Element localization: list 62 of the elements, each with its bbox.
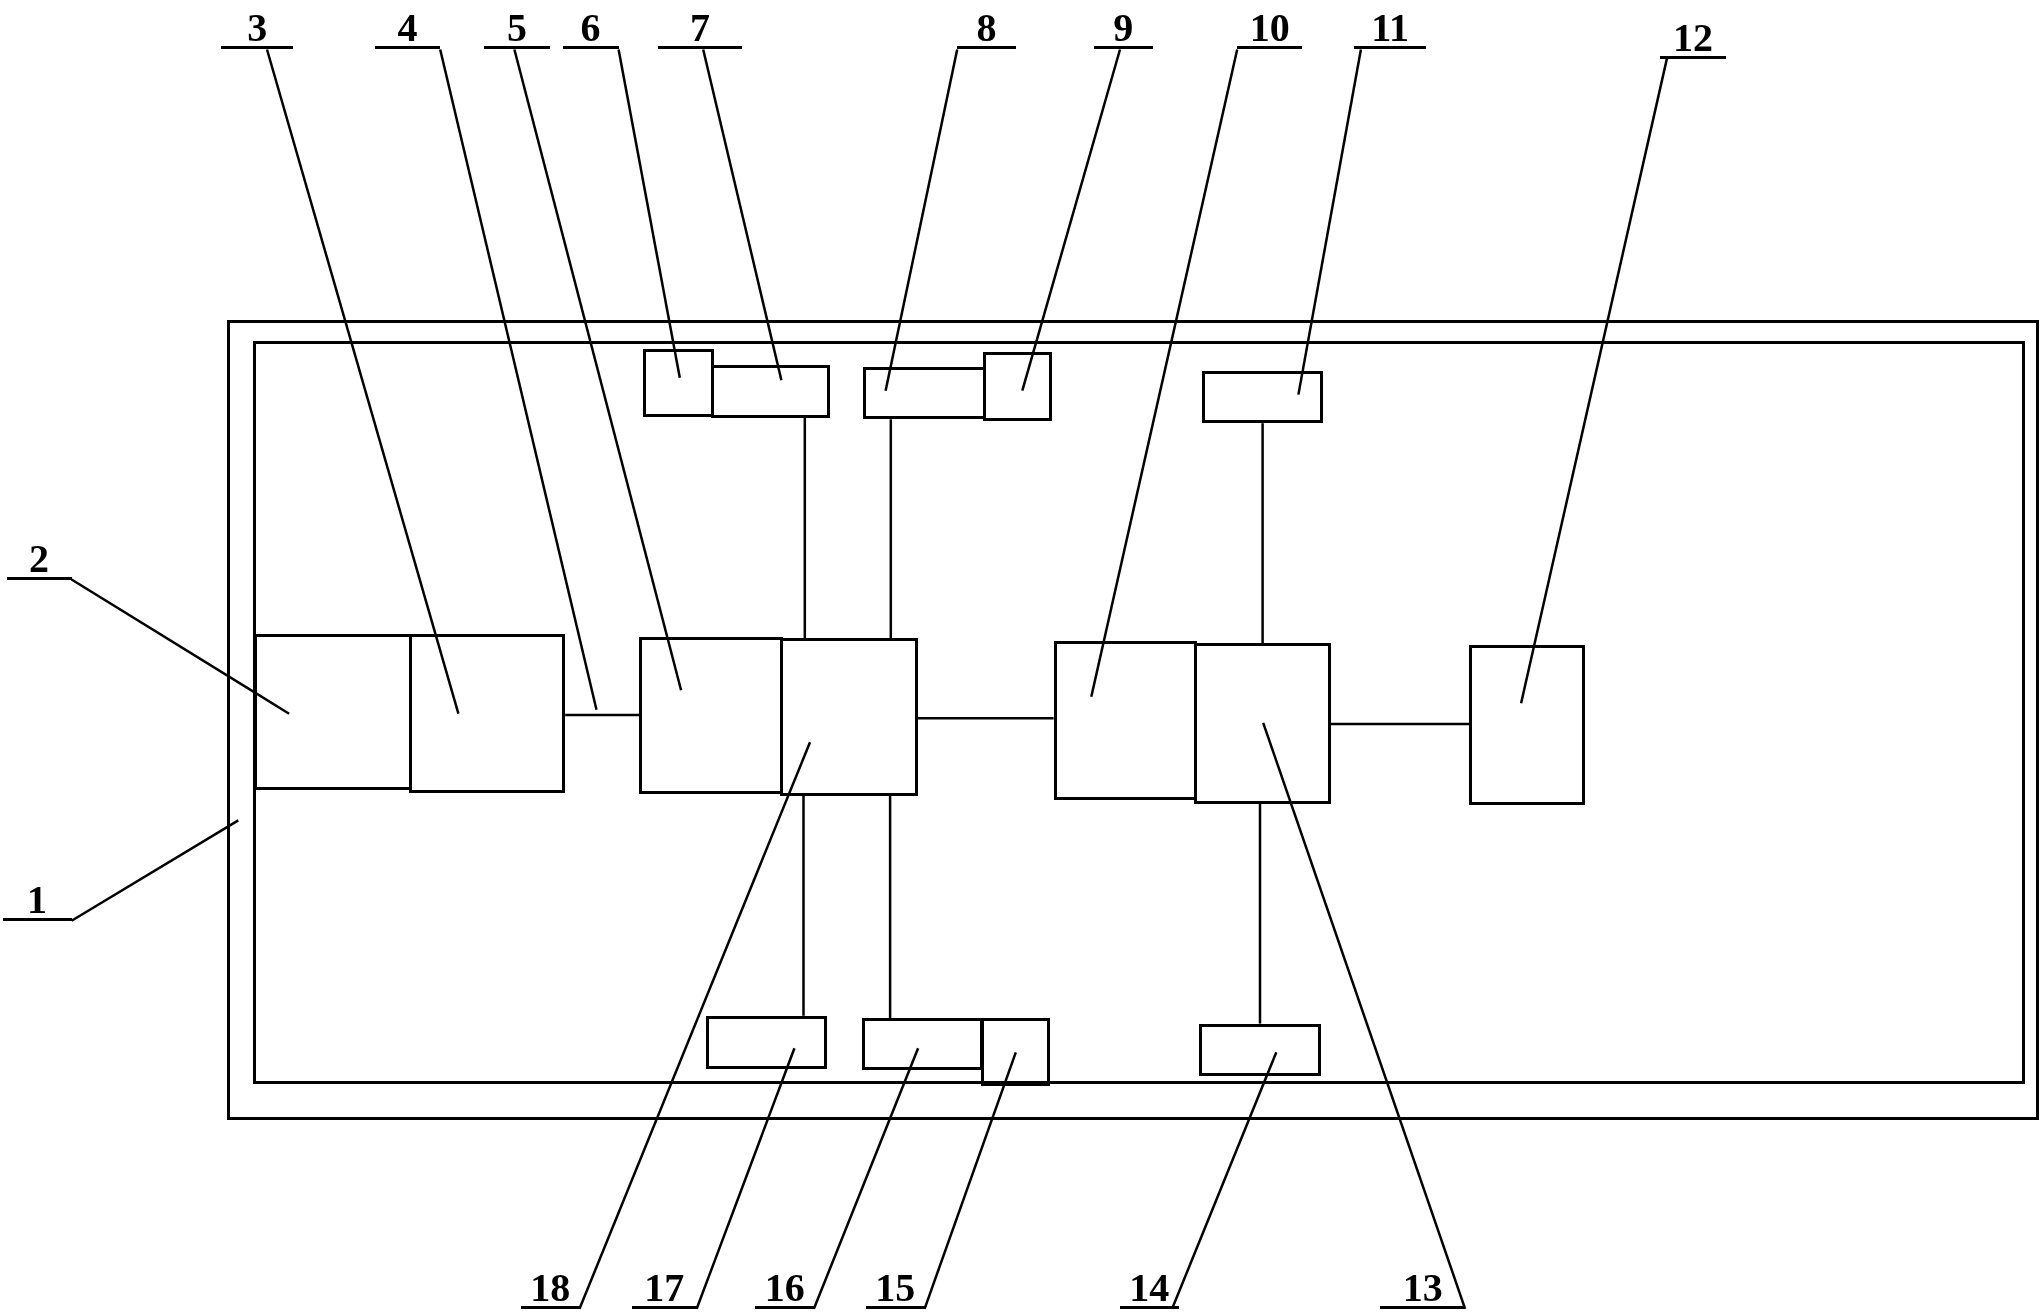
leader-line <box>1021 49 1122 392</box>
callout-number: 2 <box>6 539 72 580</box>
component-box <box>408 634 566 794</box>
component-box <box>253 634 412 791</box>
connector-line <box>889 419 893 639</box>
leader-line <box>1262 722 1467 1310</box>
connector-line <box>802 795 805 1016</box>
connector-line <box>888 795 892 1019</box>
component-box <box>1468 644 1585 805</box>
leader-line <box>702 49 783 381</box>
callout-number: 18 <box>520 1268 580 1309</box>
leader-line <box>695 1047 796 1310</box>
component-box <box>1199 1023 1321 1076</box>
leader-line <box>439 49 598 711</box>
connector-line <box>565 713 640 717</box>
connector-line <box>1261 423 1264 644</box>
leader-line <box>1519 58 1669 704</box>
callout-number: 5 <box>484 9 550 50</box>
callout-number: 3 <box>221 9 293 50</box>
component-box <box>705 1015 827 1070</box>
component-box <box>983 351 1053 421</box>
connector-line <box>1330 722 1469 726</box>
leader-line <box>70 819 239 922</box>
component-box <box>643 349 714 417</box>
callout-number: 8 <box>957 9 1016 50</box>
leader-line <box>923 1051 1017 1310</box>
callout-number: 12 <box>1660 18 1726 59</box>
component-box <box>862 1018 984 1071</box>
leader-line <box>1297 49 1363 395</box>
callout-number: 15 <box>866 1268 925 1309</box>
callout-number: 7 <box>657 9 743 50</box>
callout-number: 14 <box>1119 1268 1179 1309</box>
callout-number: 9 <box>1093 9 1153 50</box>
callout-number: 6 <box>562 9 619 50</box>
component-box <box>1053 640 1197 800</box>
component-box <box>980 1018 1050 1087</box>
component-box <box>863 367 986 420</box>
callout-number: 13 <box>1380 1268 1466 1309</box>
component-box <box>780 638 919 796</box>
leader-line <box>884 49 959 391</box>
leader-line <box>578 741 812 1310</box>
component-box <box>711 364 830 418</box>
callout-number: 1 <box>2 880 72 921</box>
callout-number: 4 <box>375 9 441 50</box>
callout-number: 11 <box>1354 9 1426 50</box>
callout-number: 16 <box>755 1268 814 1309</box>
component-box <box>639 636 783 795</box>
connector-line <box>918 716 1054 720</box>
leader-line <box>513 49 683 691</box>
callout-number: 10 <box>1237 9 1303 50</box>
leader-line <box>70 578 290 715</box>
leader-line <box>1170 1051 1278 1310</box>
connector-line <box>803 418 807 639</box>
leader-line <box>617 49 682 378</box>
leader-line <box>1090 49 1239 697</box>
component-box <box>1202 371 1324 424</box>
callout-number: 17 <box>631 1268 697 1309</box>
leader-line <box>812 1047 920 1310</box>
connector-line <box>1258 803 1262 1024</box>
leader-line <box>265 49 460 715</box>
component-box <box>1194 643 1331 804</box>
housing-frame <box>226 320 2040 1120</box>
